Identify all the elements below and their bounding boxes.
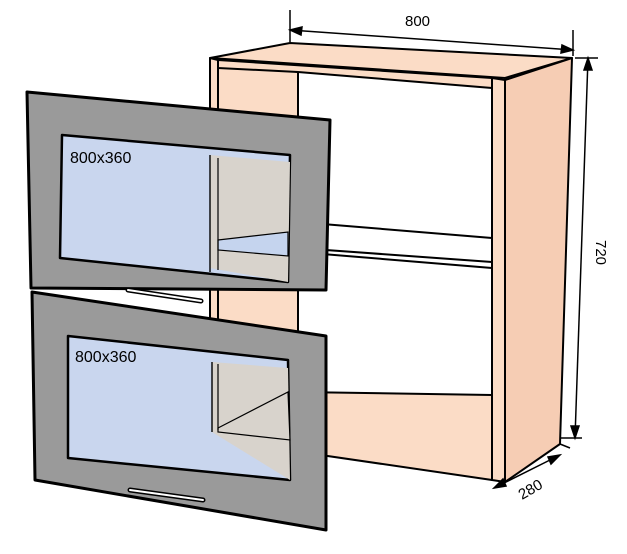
height-dimension xyxy=(560,55,598,441)
width-arrow-left xyxy=(287,26,303,37)
right-front-panel xyxy=(491,77,506,483)
shelf-front-edge xyxy=(297,251,493,269)
depth-arrow-front xyxy=(491,477,508,490)
height-arrow-top xyxy=(582,55,594,71)
depth-extension-back xyxy=(559,443,571,449)
width-dimension-line xyxy=(289,29,574,51)
upper-interior-wall xyxy=(210,155,290,282)
lower-door-label: 800x360 xyxy=(75,349,136,366)
height-label: 720 xyxy=(592,240,609,265)
upper-door: 800x360 xyxy=(25,90,332,304)
lower-door: 800x360 xyxy=(30,290,328,532)
right-side-panel xyxy=(504,57,573,483)
width-dimension xyxy=(287,10,576,56)
upper-door-label: 800x360 xyxy=(70,150,131,167)
depth-dimension xyxy=(491,443,571,490)
top-front-edge xyxy=(217,59,493,89)
depth-label: 280 xyxy=(516,476,546,503)
width-arrow-right xyxy=(560,43,576,54)
height-arrow-bottom xyxy=(569,425,581,441)
depth-arrow-back xyxy=(546,453,563,466)
height-dimension-line xyxy=(574,57,589,439)
width-label: 800 xyxy=(405,13,430,30)
lower-interior-shelf xyxy=(217,391,291,441)
